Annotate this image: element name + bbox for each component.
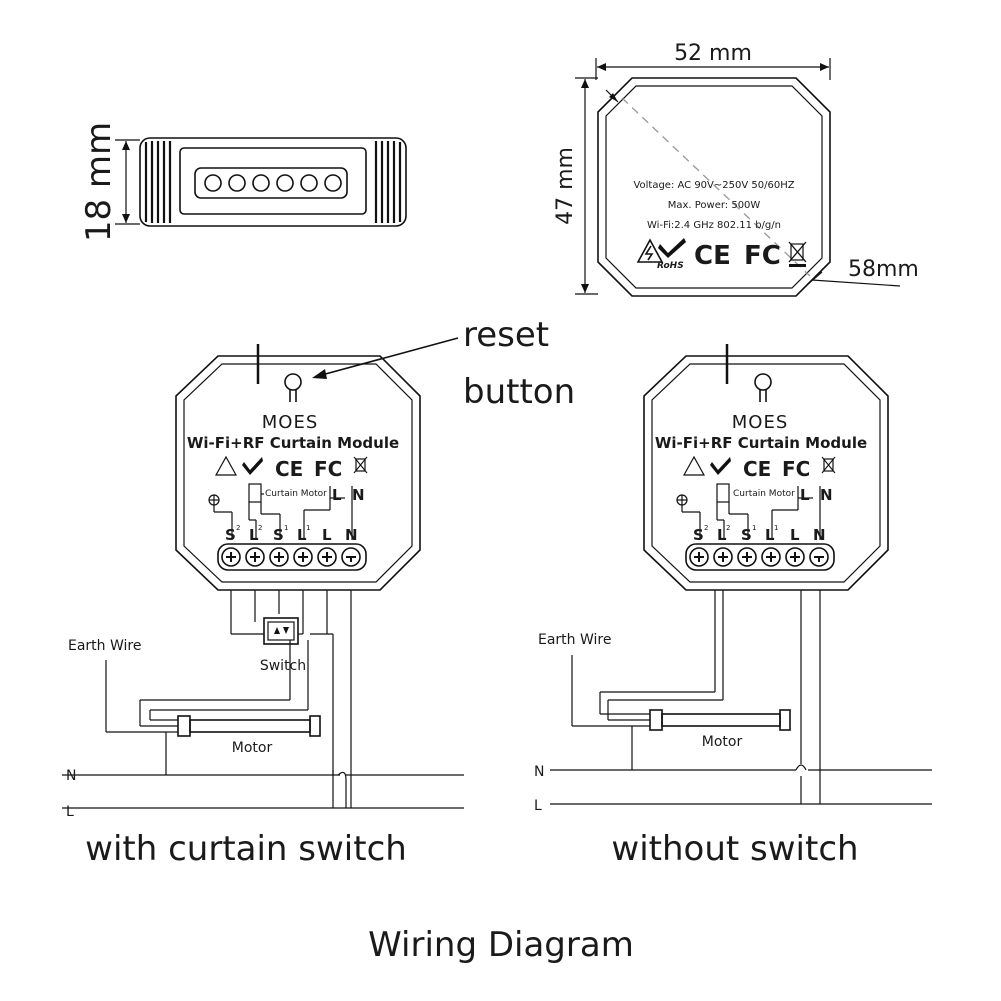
arrow-up-icon xyxy=(274,627,280,634)
module-brand: MOES xyxy=(262,412,319,433)
warning-icon xyxy=(636,238,664,263)
terminal-label: L xyxy=(765,526,775,544)
live-label: L xyxy=(534,798,542,814)
top-terminal-l: L xyxy=(800,486,810,504)
curtain-motor-label: Curtain Motor xyxy=(733,489,795,499)
switch-label: Switch xyxy=(260,658,306,674)
top-terminal-l: L xyxy=(332,486,342,504)
terminal-label: S xyxy=(741,526,752,544)
reset-button[interactable] xyxy=(754,373,772,391)
neutral-label: N xyxy=(534,764,544,780)
rohs-check-icon: RoHS xyxy=(657,238,686,271)
svg-text:2: 2 xyxy=(704,524,708,532)
back-view: 52 mm 47 mm 58mm Voltage: AC 90V~250V 50… xyxy=(553,41,919,297)
spec-voltage: Voltage: AC 90V~250V 50/60HZ xyxy=(633,180,794,191)
weee-bin-icon xyxy=(788,241,807,267)
curtain-switch[interactable] xyxy=(263,617,299,645)
terminal-label: L xyxy=(717,526,727,544)
motor xyxy=(177,715,321,737)
height-dimension: 47 mm xyxy=(553,147,578,225)
motor-label: Motor xyxy=(232,740,273,756)
caption-without-switch: without switch xyxy=(611,829,858,869)
svg-text:1: 1 xyxy=(284,524,288,532)
module-title: Wi-Fi+RF Curtain Module xyxy=(187,434,399,452)
caption-with-switch: with curtain switch xyxy=(85,829,407,869)
terminal-block xyxy=(217,543,367,571)
rohs-check-icon xyxy=(242,457,263,475)
motor xyxy=(649,709,791,731)
terminal-label: S xyxy=(273,526,284,544)
reset-button[interactable] xyxy=(284,373,302,391)
module-with-switch: MOES Wi-Fi+RF Curtain Module CE FC Curta… xyxy=(62,344,464,869)
motor-label: Motor xyxy=(702,734,743,750)
ce-mark-icon: CE xyxy=(275,457,303,481)
svg-text:2: 2 xyxy=(258,524,262,532)
depth-dimension: 18 mm xyxy=(79,122,119,242)
live-label: L xyxy=(66,804,74,820)
diagonal-dimension: 58mm xyxy=(848,257,919,282)
module-brand: MOES xyxy=(732,412,789,433)
arrow-down-icon xyxy=(283,627,289,634)
terminal-label: S xyxy=(693,526,704,544)
top-terminal-n: N xyxy=(352,486,365,504)
module-title: Wi-Fi+RF Curtain Module xyxy=(655,434,867,452)
svg-text:RoHS: RoHS xyxy=(657,261,684,271)
earth-wire-label: Earth Wire xyxy=(68,638,141,654)
side-view: 18 mm xyxy=(79,122,407,242)
svg-text:2: 2 xyxy=(726,524,730,532)
earth-wire-label: Earth Wire xyxy=(538,632,611,648)
svg-text:1: 1 xyxy=(752,524,756,532)
terminal-label: L xyxy=(249,526,259,544)
svg-text:1: 1 xyxy=(306,524,310,532)
warning-icon xyxy=(682,455,706,476)
terminal-label: L xyxy=(322,526,332,544)
weee-bin-icon xyxy=(821,456,836,474)
curtain-motor-label: Curtain Motor xyxy=(265,489,327,499)
reset-label-line2: button xyxy=(463,372,575,412)
width-dimension: 52 mm xyxy=(674,41,752,66)
spec-wifi: Wi-Fi:2.4 GHz 802.11 b/g/n xyxy=(647,220,781,231)
fcc-mark-icon: FC xyxy=(314,457,342,481)
module-without-switch: MOES Wi-Fi+RF Curtain Module CE FC Curta… xyxy=(534,344,932,869)
terminal-label: L xyxy=(790,526,800,544)
reset-label-line1: reset xyxy=(463,315,549,355)
ce-mark-icon: CE xyxy=(743,457,771,481)
fcc-mark-icon: FC xyxy=(782,457,810,481)
ce-mark-icon: CE xyxy=(694,241,731,271)
svg-text:2: 2 xyxy=(236,524,240,532)
terminal-label: N xyxy=(813,526,826,544)
terminal-label: L xyxy=(297,526,307,544)
terminal-block xyxy=(685,543,835,571)
neutral-label: N xyxy=(66,768,76,784)
terminal-label: N xyxy=(345,526,358,544)
reset-arrow-icon xyxy=(312,369,327,379)
top-terminal-n: N xyxy=(820,486,833,504)
weee-bin-icon xyxy=(353,456,368,474)
warning-icon xyxy=(214,455,238,476)
spec-power: Max. Power: 500W xyxy=(668,200,761,211)
terminal-label: S xyxy=(225,526,236,544)
svg-text:1: 1 xyxy=(774,524,778,532)
rohs-check-icon xyxy=(710,457,731,475)
page-title: Wiring Diagram xyxy=(368,925,634,965)
fcc-mark-icon: FC xyxy=(744,241,781,271)
